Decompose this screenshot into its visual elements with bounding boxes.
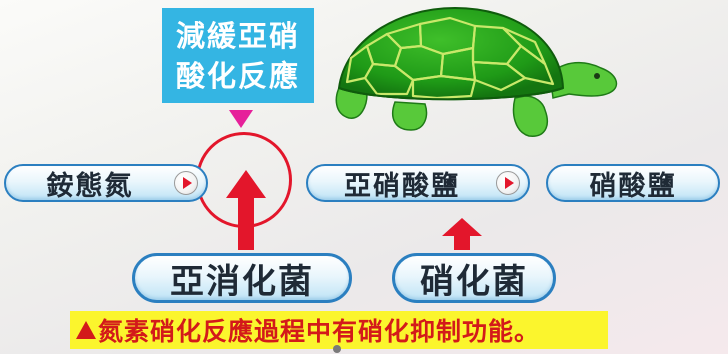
node-ammonium-label: 銨態氮 [46, 170, 134, 202]
cursor-dot [333, 345, 341, 353]
inhibition-callout: 減緩亞硝 酸化反應 [162, 8, 314, 103]
bacteria-nitrite-label: 亞消化菌 [170, 261, 314, 302]
callout-line-1: 減緩亞硝 [175, 18, 300, 53]
play-icon[interactable] [496, 171, 520, 195]
bacteria-nitrifying[interactable]: 硝化菌 [392, 253, 556, 303]
callout-line-2: 酸化反應 [175, 58, 300, 93]
node-nitrate[interactable]: 硝酸鹽 [546, 164, 720, 202]
footnote: 氮素硝化反應過程中有硝化抑制功能。 [70, 311, 608, 349]
arrow-up-icon [442, 218, 482, 250]
turtle-icon [335, 6, 618, 137]
node-nitrate-label: 硝酸鹽 [589, 170, 677, 202]
node-nitrite[interactable]: 亞硝酸鹽 [306, 164, 530, 202]
callout-pointer-icon [229, 110, 253, 128]
bacteria-nitrifying-label: 硝化菌 [420, 261, 528, 302]
footnote-text: 氮素硝化反應過程中有硝化抑制功能。 [98, 317, 541, 346]
play-icon[interactable] [174, 171, 198, 195]
arrow-up-icon [226, 170, 266, 250]
node-nitrite-label: 亞硝酸鹽 [344, 170, 460, 202]
triangle-up-icon [76, 321, 96, 339]
node-ammonium[interactable]: 銨態氮 [4, 164, 208, 202]
bacteria-nitrite[interactable]: 亞消化菌 [132, 253, 352, 303]
